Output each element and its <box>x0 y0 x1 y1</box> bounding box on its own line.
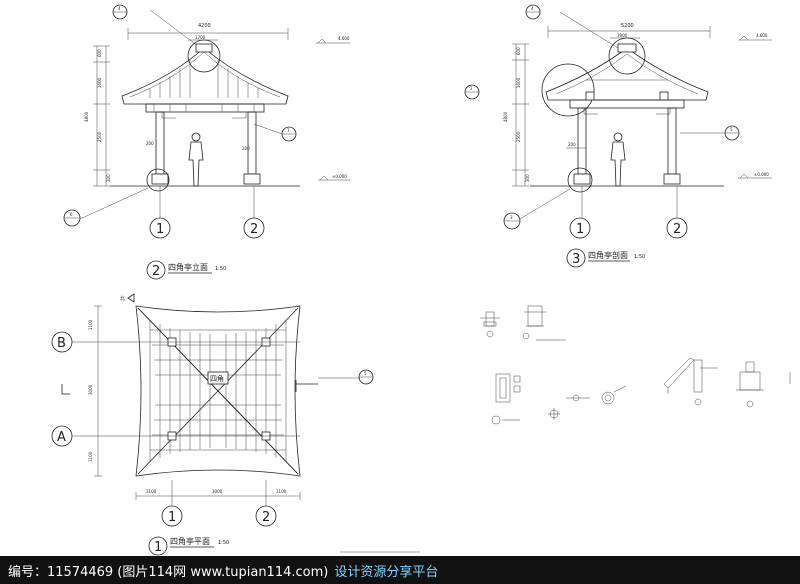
plan-axis-1-label: 1 <box>168 510 176 525</box>
plan-title: 四角亭平面 <box>170 536 210 546</box>
elev-callout-right-label: 7 <box>287 128 290 133</box>
sect-dim-col-w: 200 <box>568 142 576 147</box>
elev-level-top: 4.600 <box>338 36 350 41</box>
plan-center-label-box <box>207 371 229 385</box>
sect-callout-left-label: 2 <box>470 86 473 91</box>
plan-title-marker-label: 1 <box>154 540 162 555</box>
drawing-sheet: 4200 1700 4 4800 600 1600 2500 300 4.600… <box>51 4 791 556</box>
plan-axis-b-label: B <box>57 336 66 351</box>
sect-dim-width: 5200 <box>621 23 634 29</box>
elev-title-marker <box>146 260 166 280</box>
footer-tagline: 设计资源分享平台 <box>334 564 439 580</box>
elev-dim-roof-b: 1600 <box>97 77 102 88</box>
elev-axis-2 <box>243 217 265 239</box>
sect-dim-base: 300 <box>525 174 530 182</box>
elev-dim-height: 4800 <box>84 111 89 122</box>
elevation-view: 4200 1700 4 4800 600 1600 2500 300 4.600… <box>63 4 350 280</box>
sect-axis-2-label: 2 <box>673 222 681 237</box>
elev-dim-top-span: 1700 <box>195 35 206 40</box>
elev-callout-base-label: 6 <box>70 212 73 217</box>
plan-callout-label: 5 <box>364 371 367 376</box>
sect-dim-height: 4800 <box>503 111 508 122</box>
sect-scale: 1:50 <box>634 254 645 260</box>
elev-detail-circle <box>187 39 221 73</box>
sect-axis-1-label: 1 <box>576 222 584 237</box>
plan-dim-h-1: 1100 <box>146 489 157 494</box>
plan-dim-v-1: 1100 <box>88 319 93 330</box>
footer-text: 编号：11574469 (图片114网 www.tupian114.com) <box>8 564 329 580</box>
sect-callout-top-label: 4 <box>531 6 534 11</box>
plan-north-label: 北 <box>120 295 125 302</box>
elev-axis-2-label: 2 <box>250 222 258 237</box>
plan-dim-h-2: 3000 <box>212 489 223 494</box>
plan-axis-2-label: 2 <box>262 510 270 525</box>
sect-dim-top-span: 3900 <box>617 33 628 38</box>
plan-dim-v-3: 1100 <box>88 451 93 462</box>
elev-dim-roof-a: 600 <box>97 49 102 57</box>
elev-axis-1-label: 1 <box>156 222 164 237</box>
elev-dim-width: 4200 <box>198 23 211 29</box>
elev-callout-top-label: 4 <box>118 6 121 11</box>
elev-dim-col-w2: 200 <box>242 146 250 151</box>
sect-person-figure <box>610 132 626 187</box>
elev-axis-1 <box>149 217 171 239</box>
sect-dim-col: 2500 <box>516 131 521 142</box>
sect-callout-base-label: 3 <box>510 215 513 220</box>
sect-level-top: 4.600 <box>756 33 768 38</box>
sect-title: 四角亭剖面 <box>588 250 628 260</box>
plan-scale: 1:50 <box>218 540 229 546</box>
sect-dim-roof-b: 1600 <box>516 77 521 88</box>
elev-dim-col: 2500 <box>97 131 102 142</box>
sect-title-marker-label: 3 <box>572 252 580 267</box>
watermark-footer: 编号：11574469 (图片114网 www.tupian114.com) 设… <box>0 556 800 584</box>
sect-level-ground: ±0.000 <box>754 172 769 177</box>
sect-dim-roof-a: 600 <box>516 47 521 55</box>
elev-dim-col-w1: 200 <box>146 141 154 146</box>
plan-dim-v-2: 3000 <box>88 384 93 395</box>
sect-callout-right-label: 5 <box>730 127 733 132</box>
elev-dim-base: 300 <box>106 174 111 182</box>
elev-person-figure <box>188 132 204 187</box>
elev-scale: 1:50 <box>215 266 226 272</box>
elev-level-ground: ±0.000 <box>332 174 347 179</box>
plan-dim-h-3: 1100 <box>276 489 287 494</box>
cad-drawing: 4200 1700 4 4800 600 1600 2500 300 4.600… <box>51 4 791 556</box>
elev-title: 四角亭立面 <box>168 262 208 272</box>
plan-axis-a-label: A <box>57 430 66 445</box>
plan-roof-outline <box>135 305 301 477</box>
plan-view: 北 四角 1100 3000 11 <box>51 293 374 556</box>
elev-roof-tiles <box>149 60 259 98</box>
elev-title-marker-label: 2 <box>152 264 160 279</box>
plan-center-label: 四角 <box>210 374 224 383</box>
section-view: 5200 3900 4 2 4800 600 1600 2500 300 4.6… <box>464 4 772 268</box>
detail-drawings <box>340 305 791 553</box>
